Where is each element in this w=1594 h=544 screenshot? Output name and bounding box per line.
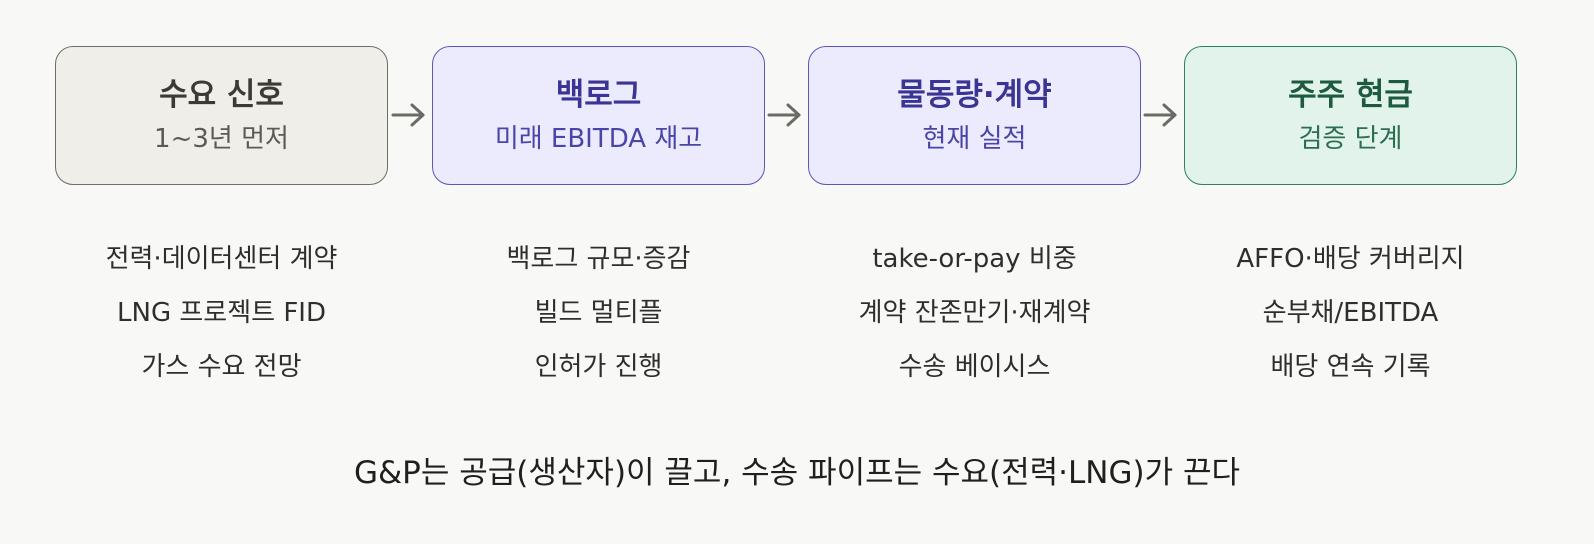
stage-subtitle: 검증 단계	[1298, 123, 1403, 154]
stage-title: 물동량·계약	[897, 76, 1052, 113]
footer-caption: G&P는 공급(생산자)이 끌고, 수송 파이프는 수요(전력·LNG)가 끈다	[353, 455, 1241, 491]
indicator-item: 백로그 규모·증감	[506, 244, 691, 274]
indicator-list-demand-signal: 전력·데이터센터 계약 LNG 프로젝트 FID 가스 수요 전망	[55, 232, 388, 394]
stage-demand-signal: 수요 신호 1~3년 먼저	[55, 46, 388, 185]
stage-subtitle: 현재 실적	[922, 123, 1027, 154]
indicator-item: LNG 프로젝트 FID	[117, 298, 326, 328]
right-arrow-icon	[391, 103, 425, 127]
indicator-item: 순부채/EBITDA	[1262, 298, 1439, 328]
stage-title: 백로그	[555, 76, 642, 113]
indicator-item: 인허가 진행	[534, 352, 663, 382]
stage-shareholder-cash: 주주 현금 검증 단계	[1184, 46, 1517, 185]
indicator-list-shareholder-cash: AFFO·배당 커버리지 순부채/EBITDA 배당 연속 기록	[1184, 232, 1517, 394]
indicator-list-volume-contracts: take-or-pay 비중 계약 잔존만기·재계약 수송 베이시스	[808, 232, 1141, 394]
stage-subtitle: 1~3년 먼저	[154, 123, 289, 154]
indicator-list-backlog: 백로그 규모·증감 빌드 멀티플 인허가 진행	[432, 232, 765, 394]
indicator-item: 수송 베이시스	[898, 352, 1051, 382]
indicator-item: 빌드 멀티플	[534, 298, 663, 328]
stage-title: 주주 현금	[1288, 76, 1413, 113]
indicator-item: take-or-pay 비중	[872, 244, 1077, 274]
stage-volume-contracts: 물동량·계약 현재 실적	[808, 46, 1141, 185]
stage-subtitle: 미래 EBITDA 재고	[494, 123, 703, 154]
indicator-item: 배당 연속 기록	[1270, 352, 1431, 382]
indicator-item: 계약 잔존만기·재계약	[858, 298, 1091, 328]
right-arrow-icon	[767, 103, 801, 127]
stage-backlog: 백로그 미래 EBITDA 재고	[432, 46, 765, 185]
stage-title: 수요 신호	[159, 76, 284, 113]
indicator-item: 가스 수요 전망	[141, 352, 302, 382]
indicator-item: AFFO·배당 커버리지	[1236, 244, 1465, 274]
indicator-item: 전력·데이터센터 계약	[105, 244, 338, 274]
right-arrow-icon	[1143, 103, 1177, 127]
